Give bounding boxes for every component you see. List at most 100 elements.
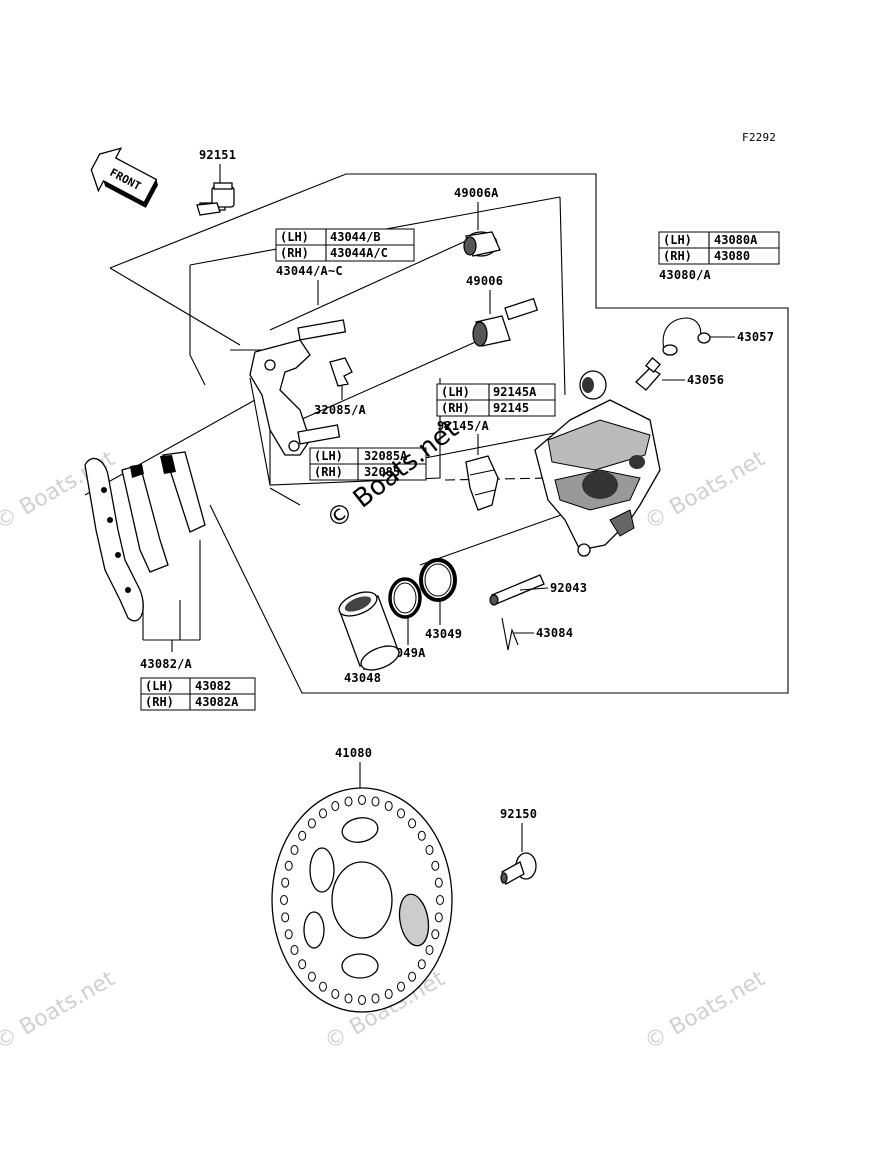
caliper-bracket (249, 319, 347, 456)
label-43057: 43057 (737, 330, 774, 344)
disc-hole (319, 808, 327, 819)
disc-hole (434, 912, 443, 923)
bolt-92150: 92150 (500, 807, 537, 885)
disc-hole (397, 808, 405, 819)
t92145-rh: (RH) (441, 401, 470, 415)
disc-hole (307, 971, 316, 982)
disc-hole (358, 995, 366, 1005)
label-41080: 41080 (335, 746, 372, 760)
t32085-lh-part: 32085A (364, 449, 408, 463)
label-32085: 32085/A (314, 403, 367, 417)
disc-hole (408, 818, 417, 829)
disc-hole (358, 795, 366, 805)
disc-hole (344, 796, 353, 807)
t43082-rh-part: 43082A (195, 695, 239, 709)
table-32085: (LH) 32085A (RH) 32085 (309, 447, 427, 481)
disc-hole (384, 989, 393, 999)
seal-43049: 43049 (419, 558, 462, 641)
label-43082: 43082/A (140, 657, 193, 671)
t92145-rh-part: 92145 (493, 401, 529, 415)
t43044-rh-part: 43044A/C (330, 246, 388, 260)
disc-hole (434, 877, 443, 888)
label-49006A: 49006A (454, 186, 499, 200)
disc-hole (307, 818, 316, 829)
t32085-rh-part: 32085 (364, 465, 400, 479)
disc-hole (417, 959, 426, 970)
bleeder-cap-43057: 43057 (662, 317, 774, 356)
brake-pads-43082: 43082/A (84, 451, 206, 671)
boot-49006: 49006 (466, 274, 539, 347)
disc-hole (384, 801, 393, 811)
disc-hole (319, 981, 327, 992)
t43082-rh: (RH) (145, 695, 174, 709)
figure-code: F2292 (742, 131, 776, 144)
disc-hole (284, 929, 293, 940)
label-43044: 43044/A~C (276, 264, 343, 278)
disc-hole (290, 945, 299, 955)
disc-hole (281, 877, 290, 888)
clip-32085: 32085/A (314, 357, 367, 417)
disc-hole (371, 993, 380, 1004)
disc-hole (431, 929, 440, 940)
label-43049: 43049 (425, 627, 462, 641)
pin-92043: 92043 (489, 574, 587, 606)
label-43080: 43080/A (659, 268, 712, 282)
disc-hole (371, 796, 380, 807)
table-43044: (LH) 43044/B (RH) 43044A/C 43044/A~C (275, 228, 415, 305)
bolt-92151: 92151 (196, 148, 236, 216)
disc-hole (298, 959, 307, 970)
label-43084: 43084 (536, 626, 573, 640)
label-92043: 92043 (550, 581, 587, 595)
label-92145: 92145/A (437, 419, 490, 433)
bracket-box (249, 377, 441, 486)
disc-hole (284, 860, 293, 871)
disc-hole (417, 830, 426, 841)
t32085-rh: (RH) (314, 465, 343, 479)
label-43056: 43056 (687, 373, 724, 387)
t43044-rh: (RH) (280, 246, 309, 260)
watermark-bottom-right: © Boats.net (641, 966, 770, 1055)
t43080-rh: (RH) (663, 249, 692, 263)
table-43082: (LH) 43082 (RH) 43082A (140, 677, 256, 711)
bleeder-valve-43056: 43056 (635, 357, 724, 391)
label-43048: 43048 (344, 671, 381, 685)
disc-hole (425, 945, 434, 955)
t43082-lh: (LH) (145, 679, 174, 693)
t43044-lh: (LH) (280, 230, 309, 244)
caliper-body (534, 370, 661, 557)
disc-hole (431, 860, 440, 871)
disc-hole (436, 895, 444, 905)
piston-43048: 43048 (338, 591, 400, 685)
t32085-lh: (LH) (314, 449, 343, 463)
t43080-lh-part: 43080A (714, 233, 758, 247)
t43080-rh-part: 43080 (714, 249, 750, 263)
disc-holes (280, 795, 444, 1005)
brake-disc-41080: 41080 (271, 746, 453, 1013)
disc-hole (290, 845, 299, 855)
t92145-lh-part: 92145A (493, 385, 537, 399)
disc-hole (344, 993, 353, 1004)
watermark-right: © Boats.net (641, 446, 770, 535)
label-92150: 92150 (500, 807, 537, 821)
watermark-bottom-left: © Boats.net (0, 966, 120, 1055)
boot-49006A: 49006A (454, 186, 501, 257)
pad-spring-92145 (465, 455, 499, 511)
t43044-lh-part: 43044/B (330, 230, 381, 244)
t43080-lh: (LH) (663, 233, 692, 247)
disc-hole (397, 981, 405, 992)
disc-hole (298, 830, 307, 841)
disc-hole (408, 971, 417, 982)
label-49006: 49006 (466, 274, 503, 288)
t92145-lh: (LH) (441, 385, 470, 399)
clip-43084: 43084 (501, 617, 573, 651)
disc-hole (425, 845, 434, 855)
disc-hole (281, 912, 290, 923)
t43082-lh-part: 43082 (195, 679, 231, 693)
label-92151: 92151 (199, 148, 236, 162)
disc-hole (331, 801, 340, 811)
table-43080: (LH) 43080A (RH) 43080 43080/A (658, 231, 780, 282)
front-arrow-icon: FRONT (90, 147, 159, 208)
table-92145: (LH) 92145A (RH) 92145 92145/A (436, 383, 556, 455)
